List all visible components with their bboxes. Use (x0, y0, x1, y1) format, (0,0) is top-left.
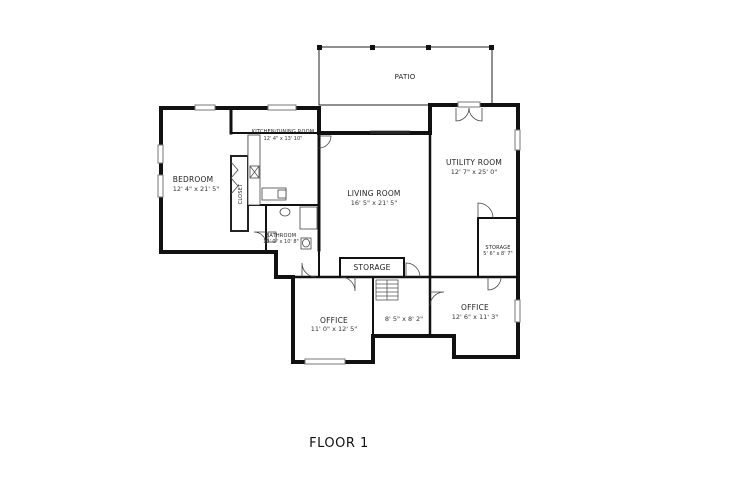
closet-label: CLOSET (238, 183, 244, 204)
bathroom-fixtures (267, 206, 318, 250)
interior-walls (229, 106, 520, 338)
storage-small-dims: 5' 6" x 8' 7" (483, 251, 512, 257)
bathroom-label: BATHROOM (266, 233, 297, 239)
bedroom-dims: 12' 4" x 21' 5" (173, 185, 219, 193)
office-right-dims: 12' 6" x 11' 3" (452, 313, 498, 321)
patio-label: PATIO (395, 73, 416, 81)
office-right-label: OFFICE (461, 303, 489, 312)
floor-label: FLOOR 1 (309, 436, 369, 451)
office-left-label: OFFICE (320, 316, 348, 325)
storage-small-label: STORAGE (485, 245, 510, 251)
windows (157, 101, 521, 365)
living-room-dims: 16' 5" x 21' 5" (351, 199, 397, 207)
living-room-label: LIVING ROOM (347, 189, 400, 198)
stairs (375, 279, 399, 301)
kitchen-dims: 12' 4" x 13' 10" (264, 136, 303, 142)
doors (230, 107, 502, 307)
kitchen-label: KITCHEN/DINING ROOM (252, 129, 315, 135)
storage-main-label: STORAGE (353, 263, 390, 272)
hall-dims: 8' 5" x 8' 2" (385, 315, 423, 323)
kitchen-fixtures (247, 134, 287, 206)
office-left-dims: 11' 0" x 12' 5" (311, 325, 357, 333)
utility-room-label: UTILITY ROOM (446, 158, 502, 167)
patio-area (317, 45, 494, 106)
utility-room-dims: 12' 7" x 25' 0" (451, 168, 497, 176)
bathroom-dims: 10' 0" x 10' 8" (263, 239, 299, 245)
bedroom-label: BEDROOM (173, 175, 214, 184)
